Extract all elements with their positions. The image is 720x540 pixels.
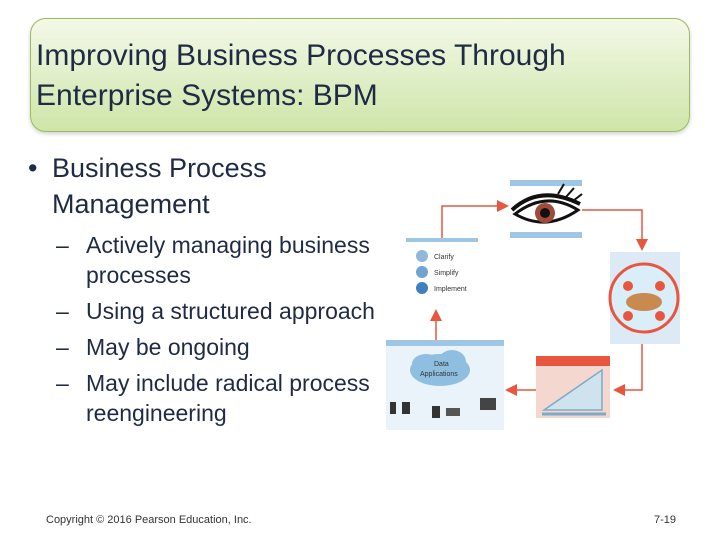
sub-bullet-text: Using a structured approach [86,298,375,324]
bullet-marker: • [28,153,38,183]
dash-marker: – [56,232,69,258]
cloud-devices-image: Data Applications [386,340,504,430]
monitor-icon [480,398,496,410]
arrow-eye-to-meeting [582,209,648,251]
bpm-cycle-diagram: Clarify Simplify Implement Data Applicat… [386,180,680,430]
step-simplify: Simplify [434,270,459,277]
bullet-bpm: • Business Process Management [28,150,408,222]
footer-copyright: Copyright © 2016 Pearson Education, Inc. [46,514,252,526]
device-icon [432,406,440,418]
sub-bullet: –Using a structured approach [56,296,408,326]
bullet-text: Business Process Management [52,153,267,219]
step-implement: Implement [434,286,467,293]
title-banner [30,18,690,132]
sub-bullet-list: –Actively managing business processes –U… [56,230,408,428]
title-line-2: Enterprise Systems: BPM [36,79,378,112]
implement-icon [416,282,428,294]
arrow-steps-to-eye [441,200,509,238]
meeting-image [608,252,680,344]
phone-icon [390,402,396,414]
title-line-1: Improving Business Processes Through [36,39,566,72]
step-clarify: Clarify [434,254,454,261]
arrow-meeting-to-ruler [613,344,643,396]
simplify-icon [416,266,428,278]
phone-icon [402,402,410,414]
laptop-icon [446,408,460,416]
sub-bullet-text: May include radical process reengineerin… [86,370,370,426]
sub-bullet: –May be ongoing [56,332,408,362]
sub-bullet: –Actively managing business processes [56,230,408,290]
eye-image [510,180,583,238]
ruler-triangle-image [536,356,610,418]
sub-bullet-text: Actively managing business processes [86,232,370,288]
process-steps-panel: Clarify Simplify Implement [406,238,478,306]
bullet-list: • Business Process Management –Actively … [28,150,408,434]
dash-marker: – [56,334,69,360]
dash-marker: – [56,298,69,324]
sub-bullet: –May include radical process reengineeri… [56,368,408,428]
slide-title: Improving Business Processes Through Ent… [36,36,676,116]
page-number: 7-19 [654,514,677,526]
cloud-label-applications: Applications [420,371,458,378]
clarify-icon [416,250,428,262]
sub-bullet-text: May be ongoing [86,334,250,360]
cloud-label-data: Data [434,361,449,368]
dash-marker: – [56,370,69,396]
